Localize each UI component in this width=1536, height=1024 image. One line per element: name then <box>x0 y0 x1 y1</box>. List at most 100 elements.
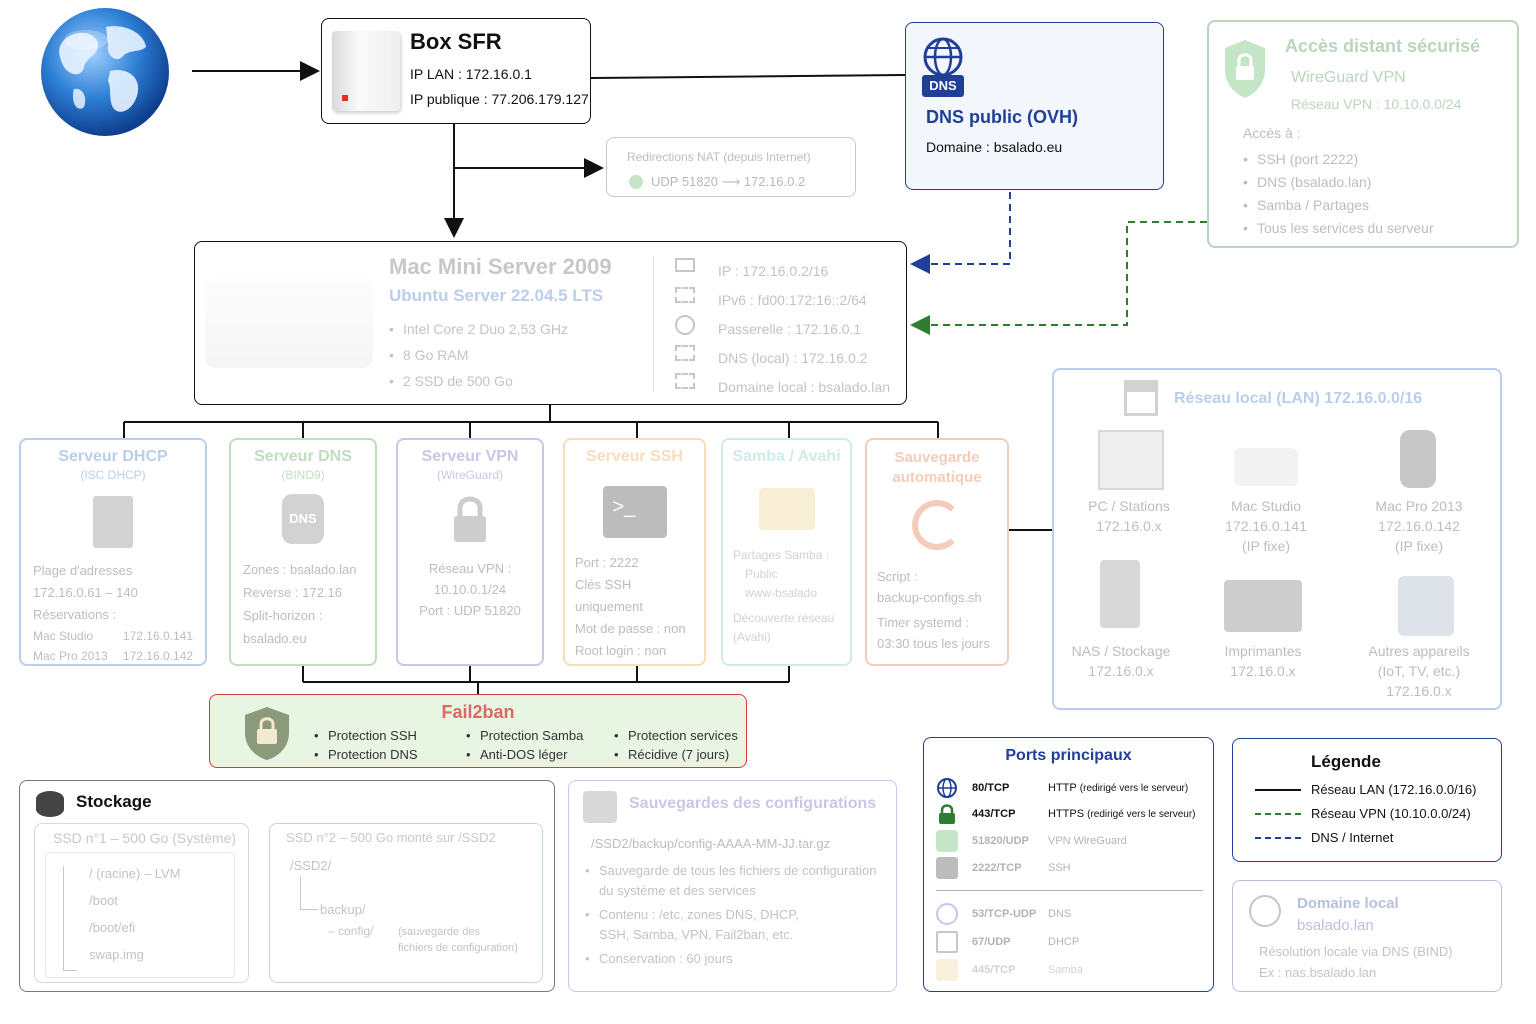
samba-line: (Avahi) <box>733 630 771 644</box>
config-backup-card[interactable]: Sauvegardes des configurations /SSD2/bac… <box>568 780 897 992</box>
fail2ban-title: Fail2ban <box>441 702 515 722</box>
list-item: 2 SSD de 500 Go <box>389 368 568 394</box>
vpn-line: Réseau VPN : <box>428 561 512 576</box>
service-dhcp-card[interactable]: Serveur DHCP (ISC DHCP) Plage d'adresses… <box>19 438 207 666</box>
nat-redirections-card[interactable]: Redirections NAT (depuis Internet) UDP 5… <box>606 137 856 197</box>
terminal-icon <box>936 857 958 879</box>
backup-line: Timer systemd : <box>877 615 969 630</box>
legend-label: Réseau LAN (172.16.0.0/16) <box>1311 782 1477 797</box>
padlock-icon <box>450 494 490 544</box>
port-row: 51820/UDP VPN WireGuard <box>936 829 1203 853</box>
partition: /boot <box>89 893 118 908</box>
globe-icon <box>936 777 958 799</box>
ssd1-title: SSD n°1 – 500 Go (Système) <box>53 830 237 846</box>
service-dns-subtitle: (BIND9) <box>281 468 325 482</box>
ssd1-card[interactable]: SSD n°1 – 500 Go (Système) / (racine) – … <box>34 823 249 983</box>
device-ip: 172.16.0.141 <box>1225 518 1307 534</box>
fail2ban-list-2: Protection Samba Anti-DOS léger <box>466 726 583 764</box>
port-desc: Samba <box>1048 964 1083 976</box>
server-card[interactable]: Mac Mini Server 2009 Ubuntu Server 22.04… <box>194 241 907 405</box>
vpn-access-title: Accès distant sécurisé <box>1285 36 1481 56</box>
samba-share: Public <box>745 567 778 581</box>
lan-card[interactable]: Réseau local (LAN) 172.16.0.0/16 PC / St… <box>1052 368 1502 710</box>
port-number: 53/TCP-UDP <box>972 908 1037 920</box>
dns-line: bsalado.eu <box>243 631 307 646</box>
server-title: Mac Mini Server 2009 <box>389 254 612 279</box>
box-sfr-title: Box SFR <box>410 29 502 54</box>
device-ip: 172.16.0.x <box>1230 663 1296 679</box>
dns-public-card[interactable]: DNS DNS public (OVH) Domaine : bsalado.e… <box>905 22 1164 190</box>
service-vpn-card[interactable]: Serveur VPN (WireGuard) Réseau VPN : 10.… <box>396 438 544 666</box>
samba-line: Découverte réseau <box>733 611 835 625</box>
backup-title-line: Sauvegarde <box>894 449 980 466</box>
legend-label: DNS / Internet <box>1311 830 1394 845</box>
internet-globe-icon <box>36 5 174 139</box>
server-gateway: Passerelle : 172.16.0.1 <box>718 321 862 337</box>
fail2ban-list-1: Protection SSH Protection DNS <box>314 726 418 764</box>
lan-device: Imprimantes 172.16.0.x <box>1188 641 1338 681</box>
device-name: Imprimantes <box>1224 643 1302 659</box>
local-domain-card[interactable]: Domaine local bsalado.lan Résolution loc… <box>1232 880 1502 992</box>
service-dns-card[interactable]: Serveur DNS (BIND9) DNS Zones : bsalado.… <box>229 438 377 666</box>
device-ip: 172.16.0.x <box>1096 518 1162 534</box>
legend-line-lan <box>1255 789 1301 791</box>
port-note: (redirigé vers le serveur) <box>1087 808 1196 820</box>
port-desc: HTTPS <box>1048 808 1085 820</box>
port-number: 80/TCP <box>972 782 1010 794</box>
vpn-access-list: SSH (port 2222) DNS (bsalado.lan) Samba … <box>1243 148 1434 240</box>
server-specs: Intel Core 2 Duo 2,53 GHz 8 Go RAM 2 SSD… <box>389 316 568 394</box>
service-ssh-card[interactable]: Serveur SSH >_ Port : 2222 Clés SSH uniq… <box>563 438 706 666</box>
ssd2-card[interactable]: SSD n°2 – 500 Go monté sur /SSD2 /SSD2/ … <box>269 823 543 983</box>
list-item: Intel Core 2 Duo 2,53 GHz <box>389 316 568 342</box>
fail2ban-card[interactable]: Fail2ban Protection SSH Protection DNS P… <box>209 694 747 768</box>
dhcp-line: Plage d'adresses <box>33 563 133 578</box>
service-dhcp-title: Serveur DHCP <box>58 448 168 465</box>
samba-share: www-bsalado <box>745 586 818 600</box>
device-note: (IP fixe) <box>1395 538 1443 554</box>
network-tree-icon <box>1124 380 1158 416</box>
ssd2-title: SSD n°2 – 500 Go monté sur /SSD2 <box>286 830 496 845</box>
server-ip: IP : 172.16.0.2/16 <box>718 263 829 279</box>
dns-public-title: DNS public (OVH) <box>926 107 1078 127</box>
local-domain-name: bsalado.lan <box>1297 917 1374 934</box>
vpn-remote-access-card[interactable]: Accès distant sécurisé WireGuard VPN Rés… <box>1207 20 1519 248</box>
service-samba-card[interactable]: Samba / Avahi Partages Samba : Public ww… <box>721 438 852 666</box>
device-name: NAS / Stockage <box>1071 643 1171 659</box>
port-row: 445/TCP Samba <box>936 958 1203 982</box>
network-icons <box>675 256 699 396</box>
dns-icon <box>936 903 958 925</box>
vpn-access-subtitle: WireGuard VPN <box>1291 69 1406 86</box>
router-icon <box>332 31 400 111</box>
ssd1-partitions: / (racine) – LVM /boot /boot/efi swap.im… <box>89 860 181 968</box>
storage-card[interactable]: Stockage SSD n°1 – 500 Go (Système) / (r… <box>19 780 555 992</box>
list-item: DNS (bsalado.lan) <box>1243 171 1434 194</box>
legend-line-vpn <box>1255 813 1301 815</box>
mac-studio-icon <box>1234 448 1298 486</box>
port-number: 51820/UDP <box>972 835 1029 847</box>
pc-icon <box>1098 430 1164 490</box>
nat-title: Redirections NAT (depuis Internet) <box>627 150 811 164</box>
list-item: Récidive (7 jours) <box>614 745 738 764</box>
device-ip: 172.16.0.142 <box>1378 518 1460 534</box>
ssd2-config-label: config/ <box>338 924 374 938</box>
ssd2-backup: backup/ <box>320 902 366 917</box>
vpn-to-server-line <box>910 221 1207 335</box>
phone-icon <box>1398 576 1454 636</box>
mac-mini-icon <box>205 278 373 368</box>
local-domain-example: Ex : nas.bsalado.lan <box>1259 965 1377 980</box>
service-backup-title: Sauvegarde automatique <box>867 448 1007 488</box>
nat-rule: UDP 51820 ⟶ 172.16.0.2 <box>651 174 806 189</box>
backup-title-line: automatique <box>892 469 982 486</box>
box-sfr-card[interactable]: Box SFR IP LAN : 172.16.0.1 IP publique … <box>321 18 591 124</box>
list-item: Protection DNS <box>314 745 418 764</box>
list-line: du système et des services <box>599 883 756 898</box>
config-backup-path: /SSD2/backup/config-AAAA-MM-JJ.tar.gz <box>591 836 831 851</box>
ports-card[interactable]: Ports principaux 80/TCP HTTP (redirigé v… <box>923 737 1214 992</box>
device-name: Autres appareils <box>1368 643 1470 659</box>
folder-icon <box>758 488 815 530</box>
